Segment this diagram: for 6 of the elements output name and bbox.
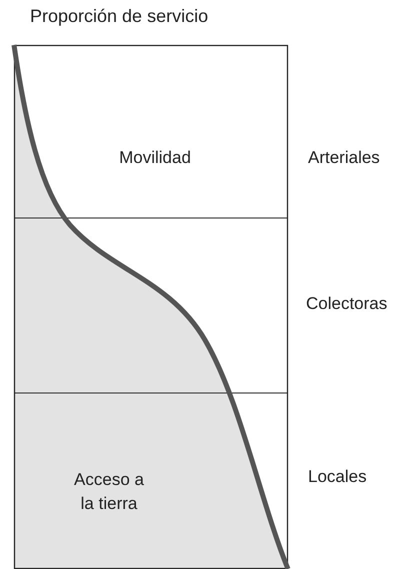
road-class-label: Arteriales bbox=[308, 148, 380, 168]
road-class-label: Colectoras bbox=[306, 294, 388, 314]
zone-label: Acceso a la tierra bbox=[73, 469, 145, 515]
chart-title: Proporción de servicio bbox=[30, 6, 208, 27]
zone-label: Movilidad bbox=[118, 148, 192, 168]
road-class-label: Locales bbox=[308, 467, 367, 487]
